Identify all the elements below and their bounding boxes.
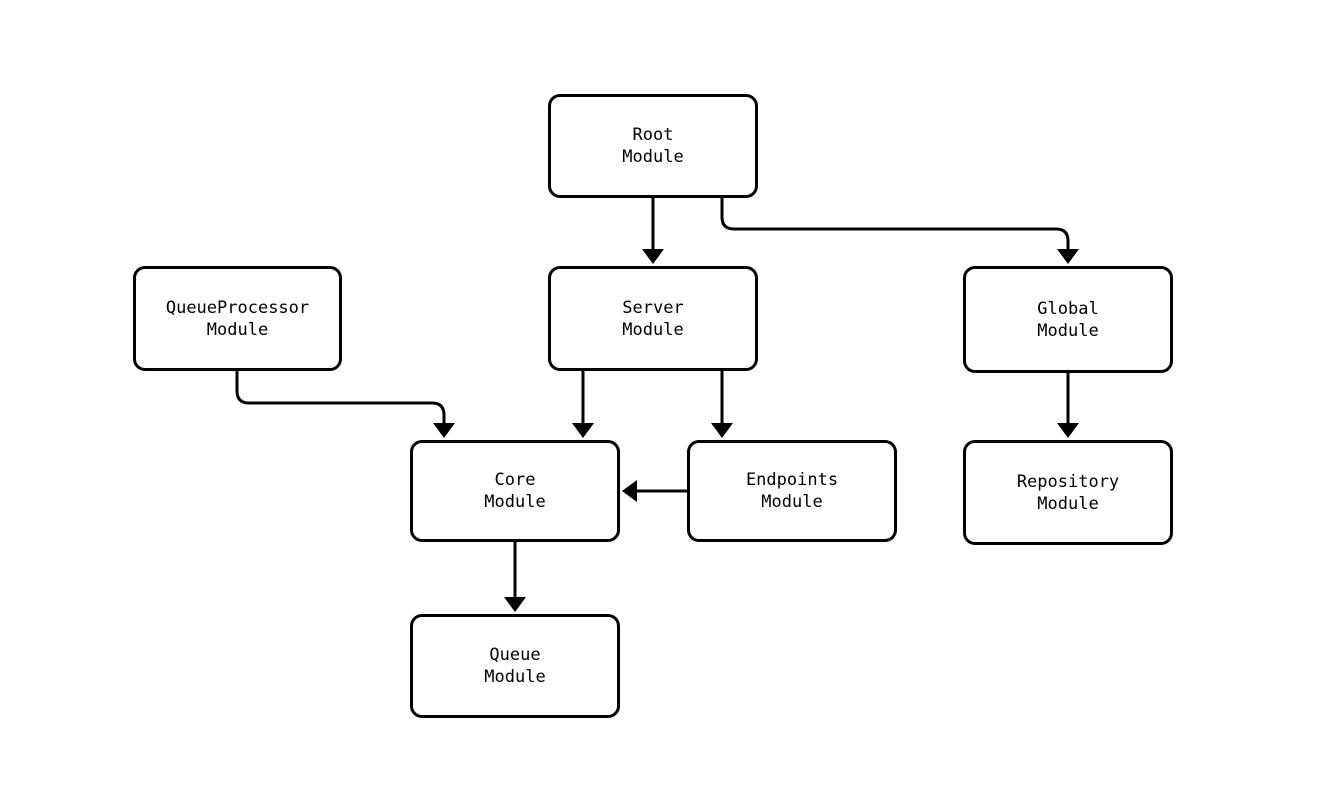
node-label-name: Global [1037,298,1099,319]
node-label-name: QueueProcessor [165,297,310,318]
arrowhead-icon [1057,423,1079,438]
arrowhead-icon [622,480,637,502]
node-label-name: Repository [1016,471,1120,492]
edge-server-to-endpoints [711,371,733,438]
node-label-suffix: Module [1037,493,1099,514]
node-label-suffix: Module [761,492,823,512]
node-label-suffix: Module [484,492,546,512]
edge-line [235,371,446,426]
edge-queueprocessor-to-core [235,371,455,438]
node-label-name: Server [622,297,684,318]
node-label-suffix: Module [1037,320,1099,341]
arrowhead-icon [642,249,664,264]
arrowhead-icon [572,423,594,438]
arrowhead-icon [1057,249,1079,264]
node-label-name: Queue [489,645,541,665]
edge-core-to-queue [504,542,526,612]
node-label-name: Endpoints [745,470,839,490]
arrowhead-icon [711,423,733,438]
edge-root-to-server [642,198,664,264]
node-label-suffix: Module [206,319,269,340]
node-label-name: Core [494,470,536,490]
node-label-name: Root [632,125,674,145]
edge-line [720,198,1070,252]
edge-global-to-repository [1057,373,1079,438]
edge-server-to-core [572,371,594,438]
node-label-suffix: Module [484,667,546,687]
arrowhead-icon [433,423,455,438]
edge-endpoints-to-core [622,480,687,502]
arrowhead-icon [504,597,526,612]
node-label-suffix: Module [622,147,684,167]
node-label-suffix: Module [622,319,684,340]
edge-root-to-global [720,198,1079,264]
